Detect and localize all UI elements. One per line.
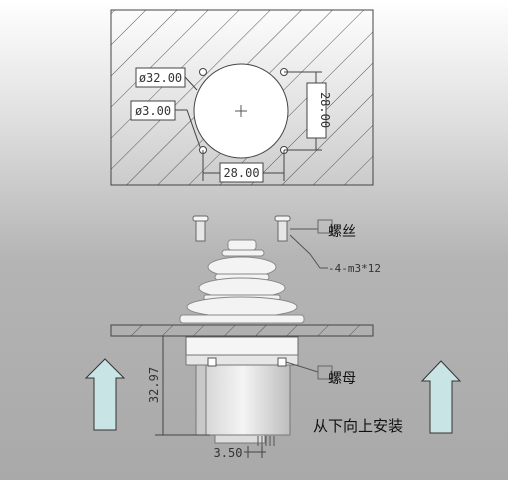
joystick-boot xyxy=(179,239,305,324)
nut-callout-box xyxy=(317,365,333,380)
screw-callout-box xyxy=(317,219,333,234)
nut-right xyxy=(277,357,287,367)
screw-label: 螺丝 xyxy=(328,224,356,240)
mounting-panel-side xyxy=(110,324,374,337)
connector-pins xyxy=(257,436,275,446)
vertical-spacing-dim: 28.00 xyxy=(318,92,332,128)
hole-dia-dim: ø32.00 xyxy=(139,71,182,85)
nut-left xyxy=(207,357,217,367)
nut-label: 螺母 xyxy=(328,371,356,387)
up-arrow-right-icon xyxy=(420,360,462,434)
screw-right xyxy=(274,215,291,242)
nut-leader xyxy=(285,361,319,373)
screw-spec: -4-m3*12 xyxy=(328,262,381,275)
screw-hole-dia-dim: ø3.00 xyxy=(135,104,171,118)
install-instruction: 从下向上安装 xyxy=(313,417,403,435)
panel-cutout-drawing: ø32.00 ø3.00 28.00 28.00 xyxy=(110,9,374,186)
up-arrow-left-icon xyxy=(84,358,126,431)
leader-line xyxy=(184,76,198,91)
base-dim: 3.50 xyxy=(214,446,243,460)
screw-left xyxy=(192,215,209,242)
height-dim: 32.97 xyxy=(147,367,161,403)
horizontal-spacing-dim: 28.00 xyxy=(223,166,259,180)
joystick-body xyxy=(185,336,299,446)
leader-line xyxy=(175,109,201,148)
screw-hole-tl xyxy=(199,68,207,76)
screw-spec-leader xyxy=(289,234,328,269)
